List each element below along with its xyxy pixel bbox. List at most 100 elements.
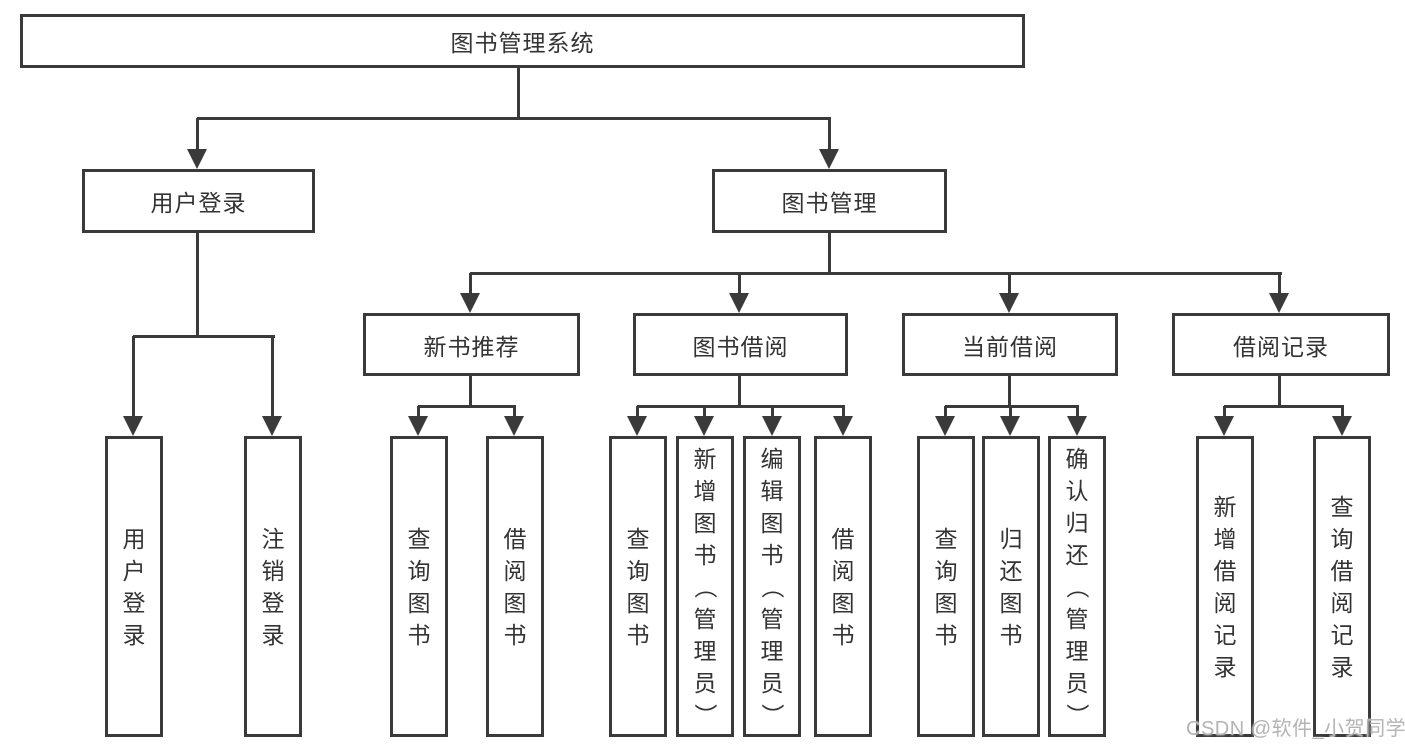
vertical-char: 录: [1330, 653, 1354, 680]
arrowhead-down-icon: [1269, 293, 1289, 313]
node-user-login-label: 用户登录: [150, 190, 247, 216]
node-borrowing-records-label: 借阅记录: [1233, 333, 1329, 360]
vertical-char: 借: [1213, 557, 1237, 584]
vertical-char: 图: [503, 589, 527, 616]
connector-line: [828, 233, 831, 273]
arrowhead-down-icon: [694, 416, 714, 436]
vertical-char: 登: [122, 589, 146, 616]
connector-line: [133, 335, 275, 338]
vertical-char: 借: [831, 525, 855, 552]
vertical-char: 图: [760, 509, 784, 536]
vertical-char: 查: [407, 525, 431, 552]
vertical-char: ）: [1064, 703, 1090, 726]
leaf-user-login: 用户登录: [105, 436, 163, 737]
vertical-char: 书: [503, 621, 527, 648]
arrowhead-down-icon: [729, 293, 749, 313]
arrowhead-down-icon: [187, 149, 207, 169]
vertical-char: 销: [261, 557, 285, 584]
vertical-char: （: [1064, 575, 1090, 598]
node-new-book-recommendation: 新书推荐: [363, 313, 580, 376]
vertical-char: 阅: [1330, 589, 1354, 616]
vertical-char: 录: [122, 621, 146, 648]
vertical-char: 登: [261, 589, 285, 616]
connector-line: [1076, 406, 1079, 420]
vertical-char: 询: [407, 557, 431, 584]
vertical-char: 新: [1213, 493, 1237, 520]
vertical-char: 还: [1065, 541, 1089, 568]
vertical-char: 增: [693, 477, 717, 504]
leaf-query-borrow-record: 查询借阅记录: [1313, 436, 1371, 737]
connector-line: [636, 406, 639, 420]
arrowhead-down-icon: [762, 416, 782, 436]
connector-line: [842, 406, 845, 420]
leaf-query-borrow-record-label: 查询借阅记录: [1331, 491, 1354, 683]
vertical-char: 员: [1065, 669, 1089, 696]
leaf-query-books-2: 查询图书: [609, 436, 667, 737]
leaf-logout-label: 注销登录: [262, 523, 285, 651]
connector-line: [469, 273, 472, 297]
node-current-borrowing-label: 当前借阅: [962, 333, 1058, 360]
leaf-query-books-3: 查询图书: [917, 436, 975, 737]
vertical-char: 借: [1330, 557, 1354, 584]
arrowhead-down-icon: [935, 416, 955, 436]
vertical-char: ）: [692, 703, 718, 726]
vertical-char: 书: [626, 621, 650, 648]
vertical-char: （: [759, 575, 785, 598]
connector-line: [945, 405, 1079, 408]
connector-line: [828, 118, 831, 152]
connector-line: [197, 117, 831, 120]
connector-line: [1278, 273, 1281, 297]
leaf-user-login-label: 用户登录: [123, 523, 146, 651]
vertical-char: 辑: [760, 477, 784, 504]
vertical-char: 书: [407, 621, 431, 648]
vertical-char: 注: [261, 525, 285, 552]
leaf-add-borrow-record: 新增借阅记录: [1196, 436, 1254, 737]
vertical-char: 员: [693, 669, 717, 696]
connector-line: [1009, 406, 1012, 420]
arrowhead-down-icon: [262, 416, 282, 436]
vertical-char: 借: [503, 525, 527, 552]
node-root-library-management-system: 图书管理系统: [20, 14, 1025, 68]
leaf-return-books: 归还图书: [982, 436, 1040, 737]
connector-line: [196, 118, 199, 152]
leaf-query-books-3-label: 查询图书: [935, 523, 958, 651]
arrowhead-down-icon: [1067, 416, 1087, 436]
connector-line: [517, 68, 520, 118]
leaf-borrow-books-2-label: 借阅图书: [832, 523, 855, 651]
leaf-logout: 注销登录: [244, 436, 302, 737]
connector-line: [417, 406, 420, 420]
leaf-confirm-return-admin: 确认归还（管理员）: [1048, 436, 1106, 737]
leaf-edit-books-admin-label: 编辑图书（管理员）: [759, 443, 785, 731]
vertical-char: 录: [261, 621, 285, 648]
connector-line: [637, 405, 845, 408]
vertical-char: （: [692, 575, 718, 598]
vertical-char: 阅: [831, 557, 855, 584]
vertical-char: 图: [999, 589, 1023, 616]
node-root-label: 图书管理系统: [450, 30, 595, 56]
connector-line: [1341, 406, 1344, 420]
vertical-char: 编: [760, 445, 784, 472]
node-book-borrowing: 图书借阅: [633, 313, 848, 376]
leaf-edit-books-admin: 编辑图书（管理员）: [743, 436, 801, 737]
vertical-char: 图: [831, 589, 855, 616]
leaf-add-borrow-record-label: 新增借阅记录: [1214, 491, 1237, 683]
vertical-char: 图: [407, 589, 431, 616]
connector-line: [703, 406, 706, 420]
vertical-char: 书: [693, 541, 717, 568]
node-current-borrowing: 当前借阅: [902, 313, 1118, 376]
node-borrowing-records: 借阅记录: [1172, 313, 1390, 376]
vertical-char: 查: [1330, 493, 1354, 520]
vertical-char: 阅: [1213, 589, 1237, 616]
leaf-query-books-1-label: 查询图书: [408, 523, 431, 651]
connector-line: [1008, 375, 1011, 406]
arrowhead-down-icon: [999, 293, 1019, 313]
arrowhead-down-icon: [627, 416, 647, 436]
vertical-char: 归: [999, 525, 1023, 552]
arrowhead-down-icon: [1214, 416, 1234, 436]
vertical-char: 理: [1065, 637, 1089, 664]
leaf-add-books-admin-label: 新增图书（管理员）: [692, 443, 718, 731]
connector-line: [1278, 375, 1281, 406]
csdn-watermark: CSDN @软件_小贺同学: [1186, 718, 1405, 740]
vertical-char: 员: [760, 669, 784, 696]
vertical-char: 书: [934, 621, 958, 648]
